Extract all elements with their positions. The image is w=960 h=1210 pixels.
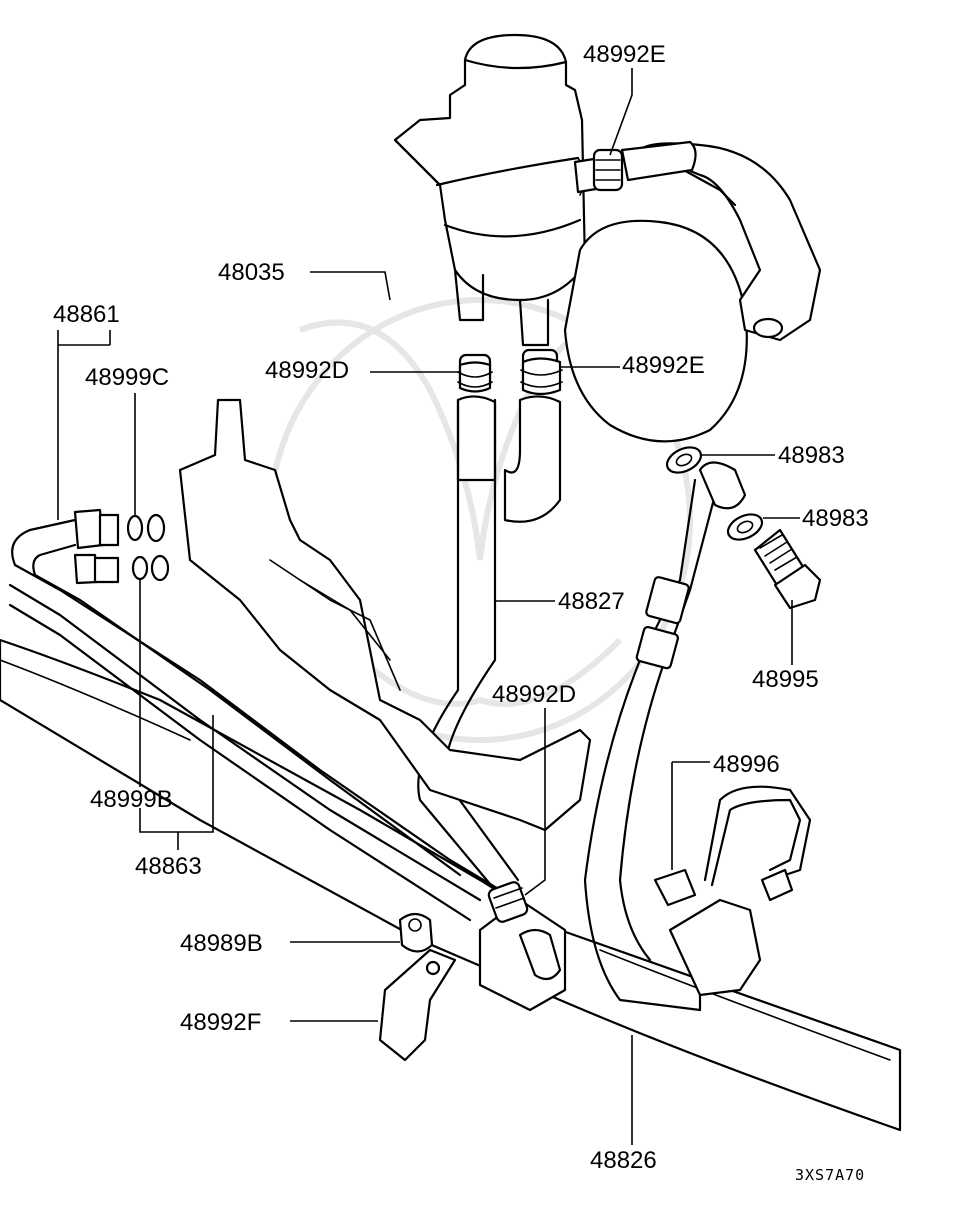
return-tube-set[interactable]: [8, 518, 502, 922]
label-48996[interactable]: 48996: [713, 751, 780, 778]
gear-pressure-fittings[interactable]: [73, 508, 170, 585]
bracket-bolt[interactable]: [398, 912, 434, 953]
pressure-hose-fitting[interactable]: [653, 785, 812, 997]
label-48992d-upper[interactable]: 48992D: [265, 357, 349, 384]
leader-lines: [57, 68, 800, 1145]
rack-hose-bracket: [478, 881, 567, 1012]
hose-clamp-48992e-top[interactable]: [592, 148, 624, 192]
hose-clamp-48992e-inlet[interactable]: [520, 357, 563, 396]
label-48861[interactable]: 48861: [53, 301, 120, 328]
gasket-pump-side[interactable]: [663, 442, 705, 477]
drawing-code: 3XS7A70: [795, 1166, 865, 1184]
pressure-hose[interactable]: [583, 461, 747, 1012]
label-48999c[interactable]: 48999C: [85, 364, 169, 391]
label-48827[interactable]: 48827: [558, 588, 625, 615]
oring-c[interactable]: [126, 514, 144, 542]
label-48826[interactable]: 48826: [590, 1147, 657, 1174]
oring-b[interactable]: [131, 555, 149, 581]
label-48035[interactable]: 48035: [218, 259, 285, 286]
label-48989b[interactable]: 48989B: [180, 930, 263, 957]
label-48992e-top[interactable]: 48992E: [583, 41, 666, 68]
power-steering-pump[interactable]: [563, 142, 822, 443]
hose-clamp-48992d-upper[interactable]: [457, 361, 493, 393]
label-48995[interactable]: 48995: [752, 666, 819, 693]
label-48983-pump[interactable]: 48983: [778, 442, 845, 469]
hose-clamp-48992d-lower[interactable]: [487, 881, 529, 924]
reservoir-connection-hose[interactable]: [573, 140, 697, 194]
label-48992f[interactable]: 48992F: [180, 1009, 261, 1036]
label-48863[interactable]: 48863: [135, 853, 202, 880]
label-48983-bolt[interactable]: 48983: [802, 505, 869, 532]
label-48999b[interactable]: 48999B: [90, 786, 173, 813]
label-48992e-inlet[interactable]: 48992E: [622, 352, 705, 379]
label-48992d-lower[interactable]: 48992D: [492, 681, 576, 708]
part-labels: 48992E 48035 48861 48999C 48992D 48992E …: [53, 41, 869, 1184]
eye-bolt[interactable]: [753, 528, 822, 610]
gasket-bolt-side[interactable]: [724, 509, 766, 544]
hose-clamp-bracket[interactable]: [378, 948, 457, 1062]
